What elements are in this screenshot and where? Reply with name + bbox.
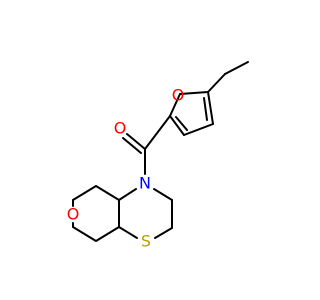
atom-labels: O O N O S [67, 86, 185, 251]
molecule-diagram: O O N O S [66, 61, 249, 251]
furan-oxygen-label: O [172, 86, 185, 105]
bond-c8a-n [118, 188, 137, 201]
bond-s-c4a [118, 226, 138, 239]
bond-ch2-s [154, 227, 173, 239]
bond-furan-c5-o [179, 91, 209, 95]
bond-ethyl-ch2-c5 [207, 73, 226, 93]
bond-carbonyl-c-o-2 [122, 137, 142, 154]
amide-nitrogen-label: N [139, 174, 151, 193]
bond-c8-c7 [72, 185, 97, 201]
thioether-sulfur-label: S [141, 232, 151, 251]
carbonyl-oxygen-label: O [114, 119, 127, 138]
bonds [72, 61, 249, 242]
bond-furan-c3-c4 [183, 123, 214, 136]
bond-ethyl-ch3-ch2 [224, 61, 249, 75]
bond-furan-c4-c5-inner [203, 97, 208, 121]
bond-carbonyl-c-furan [144, 115, 171, 150]
bond-c5-c4a [72, 226, 97, 242]
structure-drawing: O O N O S [67, 61, 249, 251]
bond-carbonyl-c-o-1 [126, 133, 146, 150]
bond-c8a-c8 [95, 185, 120, 201]
bond-furan-c4-c5 [207, 91, 214, 125]
bond-furan-o-c2 [169, 93, 181, 117]
bond-c5-c4a-link [95, 226, 120, 242]
bond-n-ch2 [153, 188, 173, 201]
bond-furan-c2-c3-inner [175, 116, 188, 131]
bond-furan-c2-c3 [169, 115, 185, 136]
ring-oxygen-label: O [67, 205, 80, 224]
